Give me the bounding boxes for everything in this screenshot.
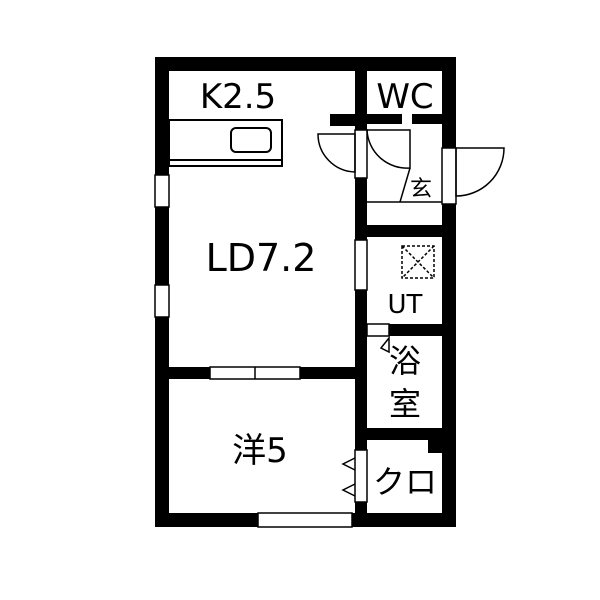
closet-door-mark-lower xyxy=(341,483,356,497)
entrance-diagonal xyxy=(399,167,411,203)
closet-door-mark-upper xyxy=(341,457,356,471)
bath-label-line1: 浴 xyxy=(389,342,421,380)
kitchen-counter xyxy=(168,119,283,167)
door-swing-entrance-front xyxy=(455,147,505,197)
door-ld-ut xyxy=(354,239,368,291)
window-left-upper xyxy=(154,174,170,208)
entrance-ut-wall xyxy=(367,225,442,237)
openings xyxy=(154,129,457,528)
door-ut-bath xyxy=(366,323,390,337)
kitchen-label: K2.5 xyxy=(200,77,276,117)
western-room-label: 洋5 xyxy=(232,431,288,471)
door-swing-wc xyxy=(366,129,411,169)
kitchen-stub-wall xyxy=(330,114,356,126)
wc-bottom-wall-left xyxy=(367,114,402,124)
closet-label: クロ xyxy=(373,463,437,501)
bath-closet-wall xyxy=(367,428,442,440)
right-wall xyxy=(442,57,456,527)
washing-machine-space xyxy=(401,245,435,279)
utility-label: UT xyxy=(388,290,423,320)
wc-bottom-wall-right xyxy=(412,114,442,124)
sink xyxy=(230,127,272,153)
window-left-lower xyxy=(154,284,170,318)
top-wall xyxy=(155,57,456,71)
entrance-step xyxy=(367,167,442,203)
door-swing-ld-entrance xyxy=(317,133,356,173)
door-bedroom-closet xyxy=(354,449,368,503)
washer-pan xyxy=(401,245,435,279)
closet-corner xyxy=(428,428,442,453)
entrance-label: 玄 xyxy=(410,177,432,202)
room-labels: K2.5 WC 玄 LD7.2 UT 浴 室 洋5 クロ xyxy=(200,77,437,501)
wc-label: WC xyxy=(376,77,433,117)
door-swing-bath xyxy=(379,335,390,354)
entrance-front-door xyxy=(441,147,457,205)
bath-label-line2: 室 xyxy=(389,385,421,423)
washer-cross-2 xyxy=(401,245,435,279)
living-dining-label: LD7.2 xyxy=(206,236,317,280)
window-bottom xyxy=(257,512,353,528)
door-ld-entrance xyxy=(354,129,368,179)
